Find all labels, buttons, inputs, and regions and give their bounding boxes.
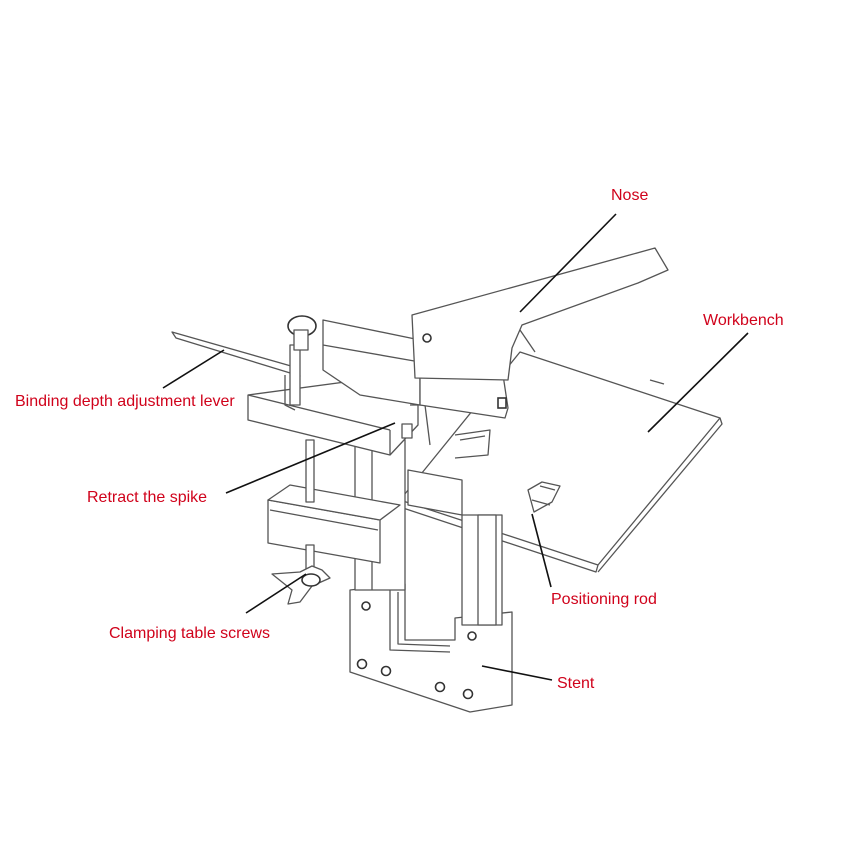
leader-stent xyxy=(481,665,553,681)
leader-lines xyxy=(162,213,749,681)
label-clamping-screws: Clamping table screws xyxy=(109,625,270,642)
label-positioning-rod: Positioning rod xyxy=(551,591,657,608)
label-workbench: Workbench xyxy=(703,312,784,329)
positioning-rod xyxy=(527,481,561,513)
binding-depth-lever xyxy=(171,315,419,456)
leader-workbench xyxy=(647,332,749,433)
label-binding-depth-lever: Binding depth adjustment lever xyxy=(15,393,235,410)
label-stent: Stent xyxy=(557,675,595,692)
leader-retract-spike xyxy=(225,422,396,494)
leader-positioning-rod xyxy=(531,513,552,588)
leader-nose xyxy=(519,213,617,313)
leader-binding-depth xyxy=(162,349,225,389)
clamp-assembly xyxy=(267,439,401,605)
label-retract-spike: Retract the spike xyxy=(87,489,208,506)
nose-handle xyxy=(411,247,669,381)
stent-body xyxy=(349,469,513,713)
leader-clamping-screws xyxy=(245,573,307,614)
label-nose: Nose xyxy=(611,187,649,204)
